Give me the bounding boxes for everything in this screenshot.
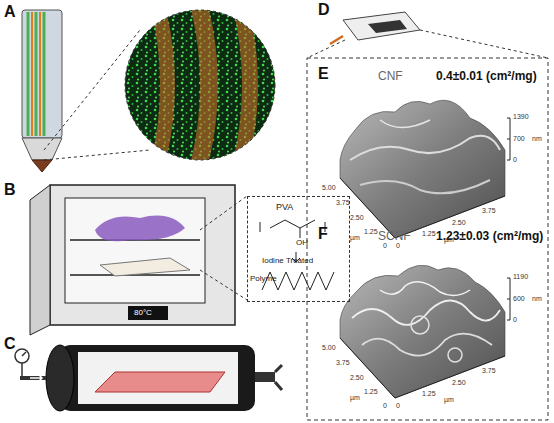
sample-name: CNF — [378, 70, 403, 82]
chemical-name: PVA — [276, 203, 293, 212]
axis-unit: µm — [350, 394, 360, 401]
sensor-device — [330, 12, 420, 44]
axis-unit: µm — [444, 236, 454, 243]
axis-tick: 1.25 — [364, 228, 378, 235]
afm-panel: CNF 0.4±0.01 (cm²/mg) — [318, 66, 546, 86]
axis-tick: 1390 — [513, 113, 529, 120]
axis-unit: nm — [532, 295, 542, 302]
sample-name: SCNF — [378, 230, 411, 242]
vacuum-chamber — [15, 345, 282, 411]
temperature-display: 80°C — [134, 309, 152, 317]
axis-tick: 2.50 — [350, 374, 364, 381]
axis-tick: 1190 — [513, 273, 528, 280]
panel-letter: D — [318, 2, 330, 18]
fluorescence-image — [120, 5, 280, 165]
axis-unit: nm — [532, 135, 542, 142]
panel-letter: B — [4, 182, 16, 198]
axis-tick: 5.00 — [322, 344, 336, 351]
oven — [30, 185, 235, 335]
axis-tick: 5.00 — [322, 184, 336, 191]
axis-tick: 0 — [513, 156, 517, 163]
axis-tick: 0 — [513, 316, 517, 323]
axis-tick: 3.75 — [336, 199, 350, 206]
axis-unit: µm — [444, 396, 454, 403]
chemical-group: OH — [296, 239, 308, 247]
axis-tick: 0 — [383, 242, 387, 249]
inset-box: PVA OH Iodine TreatedPolyme — [247, 196, 350, 302]
axis-tick: 0 — [383, 402, 387, 409]
axis-tick: 1.25 — [422, 390, 436, 397]
panel-letter: F — [318, 226, 328, 242]
zoom-box — [307, 58, 548, 420]
axis-tick: 1.25 — [422, 230, 436, 237]
panel-letter: A — [4, 4, 16, 20]
fiber-pen — [22, 10, 62, 172]
axis-tick: 0 — [396, 242, 400, 249]
panel-letter: C — [4, 336, 16, 352]
afm-surface-cnf — [340, 100, 510, 238]
surface-area-value: 0.4±0.01 (cm²/mg) — [436, 70, 537, 82]
process-note: Iodine Treated — [262, 257, 313, 265]
afm-surface-scnf — [340, 265, 510, 398]
axis-tick: 3.75 — [482, 207, 496, 214]
axis-tick: 2.50 — [452, 219, 466, 226]
axis-tick: 2.50 — [350, 214, 364, 221]
axis-tick: 2.50 — [452, 379, 466, 386]
axis-tick: 600 — [513, 295, 525, 302]
axis-unit: µm — [350, 234, 360, 241]
axis-tick: 1.25 — [364, 388, 378, 395]
panel-letter: E — [318, 66, 329, 82]
chemical-name: Polyme — [250, 275, 277, 283]
axis-tick: 0 — [396, 402, 400, 409]
axis-tick: 700 — [513, 135, 525, 142]
axis-tick: 3.75 — [336, 359, 350, 366]
axis-tick: 3.75 — [482, 367, 496, 374]
